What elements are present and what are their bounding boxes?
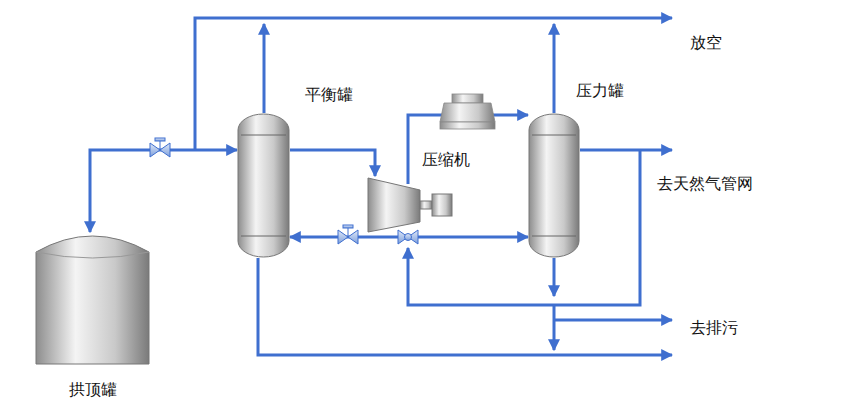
equipment-name: 压力罐	[576, 81, 624, 100]
equipment-name: 平衡罐	[305, 85, 353, 104]
process-pipe	[90, 150, 237, 232]
valve-symbol	[338, 225, 358, 244]
outlet-pipe	[580, 149, 672, 152]
valve-symbol	[150, 138, 170, 157]
tank-vessel: 压力罐	[528, 113, 580, 258]
vessel-outline	[528, 113, 580, 258]
tank-vessel: 拱顶罐	[35, 228, 150, 365]
drain-pipe	[553, 305, 556, 350]
drain-pipe	[554, 319, 672, 322]
vent-pipe	[263, 24, 266, 113]
recycle-pipe	[408, 150, 640, 305]
drain-pipe	[258, 258, 672, 355]
compressor-unit: 压缩机	[365, 176, 455, 233]
destination-label: 去天然气管网	[657, 174, 753, 193]
vent-pipe	[553, 24, 556, 113]
process-pipe	[290, 150, 375, 176]
vessel-outline	[237, 113, 290, 258]
dome-outline	[35, 228, 150, 365]
tank-vessel: 平衡罐	[237, 113, 290, 258]
equipment-name: 压缩机	[422, 150, 470, 169]
destination-label: 放空	[690, 33, 722, 52]
compressor-outline	[365, 176, 455, 233]
equipment-name: 拱顶罐	[69, 380, 117, 399]
drain-pipe	[553, 258, 556, 296]
filter-symbol	[440, 94, 495, 129]
process-pipe	[408, 115, 528, 184]
pipe-lines	[195, 18, 672, 355]
destination-label: 去排污	[690, 318, 738, 337]
valve-symbol	[398, 230, 418, 244]
